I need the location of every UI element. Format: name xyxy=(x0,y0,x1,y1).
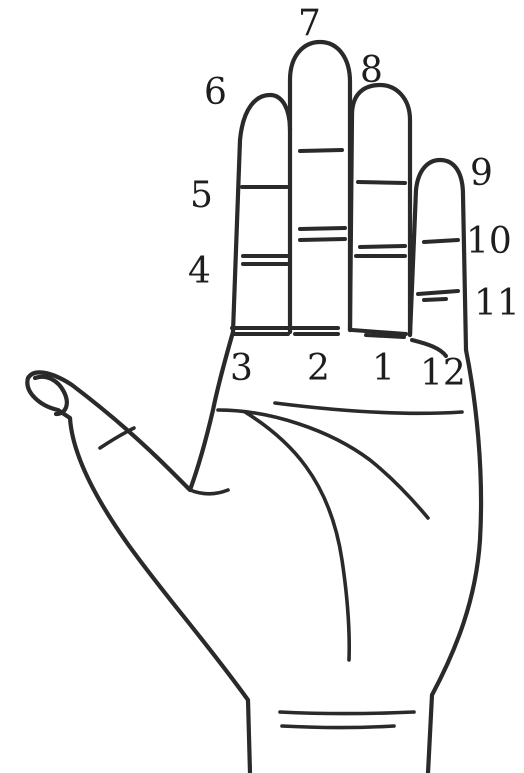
label-12: 12 xyxy=(420,353,466,394)
label-9: 9 xyxy=(470,153,493,194)
ring-joint-a xyxy=(360,246,405,247)
label-6: 6 xyxy=(204,72,227,113)
label-10: 10 xyxy=(466,221,512,262)
life-line xyxy=(245,412,349,660)
label-8: 8 xyxy=(360,50,383,91)
finger-joints xyxy=(232,150,458,356)
index-finger-outline xyxy=(233,95,290,332)
little-joint-10 xyxy=(424,240,458,242)
middle-joint-top xyxy=(300,150,342,151)
label-4: 4 xyxy=(188,251,211,292)
head-line xyxy=(218,410,428,518)
ring-base-joint-b xyxy=(366,335,404,337)
palm-creases xyxy=(100,403,462,728)
wrist-crease-lower xyxy=(282,726,394,728)
label-5: 5 xyxy=(190,175,213,216)
middle-joint-a xyxy=(300,228,345,229)
label-1: 1 xyxy=(372,348,395,389)
little-joint-11a xyxy=(418,291,458,294)
thumb-web-crease xyxy=(190,490,228,494)
middle-joint-b xyxy=(300,239,345,240)
label-7: 7 xyxy=(298,3,321,44)
label-2: 2 xyxy=(307,348,330,389)
label-3: 3 xyxy=(230,348,253,389)
little-finger-outline xyxy=(410,160,466,350)
thumb-base-crease xyxy=(100,428,134,448)
ring-joint-top xyxy=(358,182,405,183)
hand-outline xyxy=(27,42,481,773)
palm-left-edge xyxy=(27,332,250,773)
heart-line xyxy=(275,403,462,413)
wrist-crease-upper xyxy=(280,712,414,714)
middle-finger-outline xyxy=(290,42,350,332)
ring-base-joint-a xyxy=(352,330,406,334)
label-11: 11 xyxy=(474,283,520,324)
little-joint-11b xyxy=(424,299,446,300)
ring-finger-outline xyxy=(350,85,410,335)
